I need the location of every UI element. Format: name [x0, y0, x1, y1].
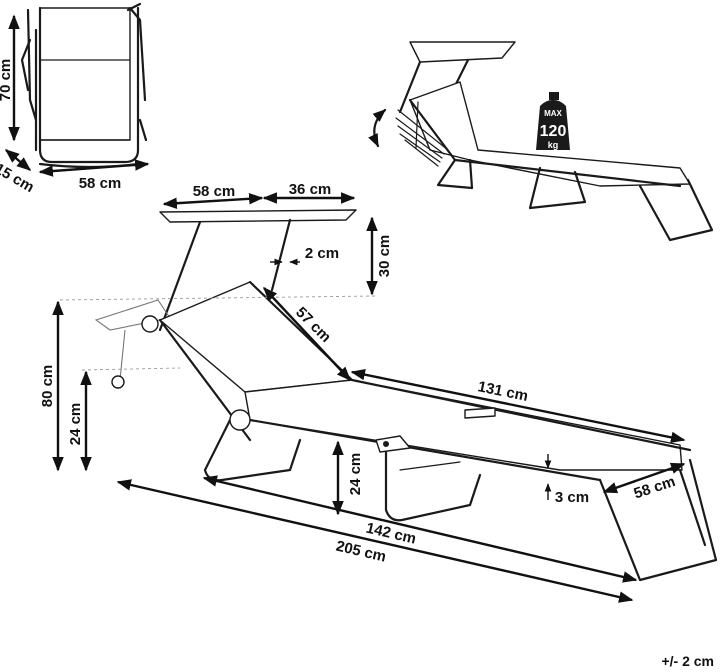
rear-seat-height-dimension: 24 cm [67, 370, 92, 472]
mid-seat-height-label: 24 cm [347, 453, 364, 496]
total-height-dimension: 80 cm [39, 300, 64, 472]
mid-seat-height-dimension: 24 cm [332, 440, 364, 516]
folded-chair [20, 2, 148, 169]
folded-height-dimension: 70 cm [0, 14, 20, 142]
small-chair [368, 41, 714, 242]
canopy-depth-dimension: 36 cm [262, 181, 356, 204]
folded-width-dimension: 58 cm [38, 159, 150, 192]
canopy-height-label: 30 cm [376, 235, 393, 278]
weight-badge: MAX 120 kg [536, 92, 570, 150]
canopy-depth-label: 36 cm [289, 181, 332, 198]
width-folded-label: 58 cm [79, 175, 122, 192]
footrest-width-label: 58 cm [632, 473, 678, 502]
canopy-width-dimension: 58 cm [162, 183, 264, 209]
frame-thickness-label: 3 cm [555, 489, 589, 506]
weight-unit-label: kg [548, 140, 559, 150]
depth-folded-label: 15 cm [0, 160, 37, 196]
tolerance-label: +/- 2 cm [661, 653, 714, 669]
folded-depth-dimension: 15 cm [0, 149, 37, 196]
main-length-label: 131 cm [476, 378, 529, 405]
total-height-label: 80 cm [39, 365, 56, 408]
weight-value-label: 120 [540, 123, 567, 140]
tube-label: 2 cm [305, 245, 339, 262]
height-back-folded-label: 70 cm [0, 59, 14, 102]
tube-dimension: 2 cm [270, 245, 339, 266]
rear-seat-height-label: 24 cm [67, 403, 84, 446]
canopy-width-label: 58 cm [193, 183, 236, 200]
weight-max-label: MAX [544, 109, 562, 118]
canopy-height-dimension: 30 cm [366, 216, 393, 296]
base-length-label: 142 cm [364, 520, 417, 548]
